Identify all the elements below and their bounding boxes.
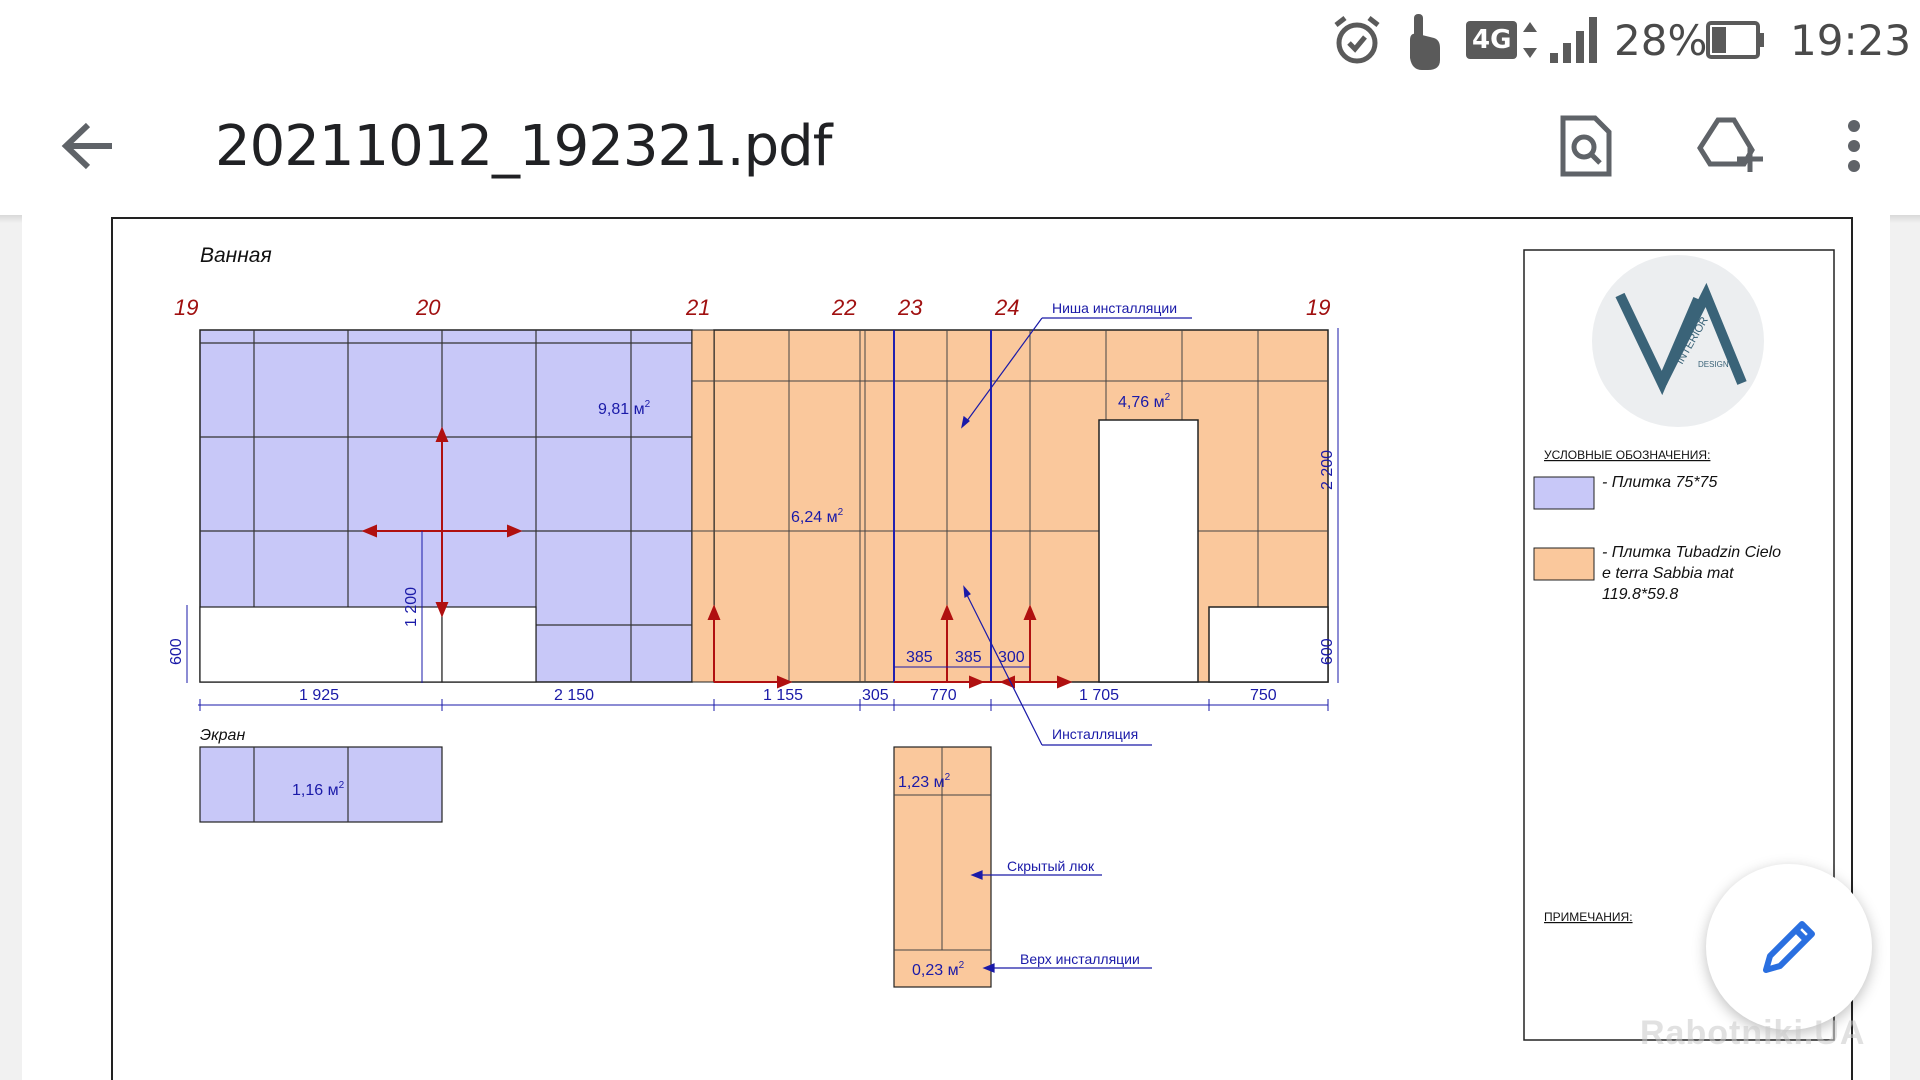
- axis-label: 24: [994, 295, 1019, 320]
- axis-label: 23: [897, 295, 923, 320]
- area-label-orange-main: 6,24 м2: [791, 507, 844, 526]
- alarm-icon: [1330, 10, 1384, 70]
- battery-icon: [1706, 10, 1766, 70]
- network-label: 4G: [1466, 21, 1518, 59]
- inner-dimension: 385: [955, 649, 982, 666]
- bottom-dimension: 1 705: [1079, 687, 1119, 704]
- bottom-dimension: 2 150: [554, 687, 594, 704]
- room-title: Ванная: [200, 244, 272, 267]
- pdf-viewer[interactable]: Ванная 19 20 21 22 23 24 19: [0, 215, 1920, 1080]
- orange-tile-strip: [691, 329, 715, 683]
- legend-swatch-orange: [1533, 547, 1595, 581]
- area-label-screen: 1,16 м2: [292, 780, 345, 799]
- cutout-door: [1098, 419, 1199, 683]
- bottom-dimension: 770: [930, 687, 957, 704]
- vertical-dimension-lines: [186, 328, 1339, 683]
- touch-icon: [1400, 10, 1444, 70]
- legend-item: e terra Sabbia mat: [1602, 565, 1734, 582]
- inner-dimension: 385: [906, 649, 933, 666]
- network-4g-icon: 4G: [1466, 10, 1539, 70]
- logo-mark: [1615, 282, 1747, 396]
- hatch-callout: [970, 870, 1152, 973]
- bottom-dimension: 305: [862, 687, 889, 704]
- installation-label: Инсталляция: [1052, 726, 1138, 742]
- signal-icon: [1548, 10, 1602, 70]
- edit-fab[interactable]: [1706, 864, 1872, 1030]
- bottom-dimension: 1 155: [763, 687, 803, 704]
- legend-item: 119.8*59.8: [1602, 586, 1678, 603]
- axis-label: 19: [174, 295, 198, 320]
- page-frame: [111, 217, 1853, 1080]
- pencil-icon: [1763, 921, 1815, 973]
- logo-text: DESIGN: [1698, 360, 1729, 369]
- screen-title: Экран: [200, 727, 245, 744]
- screen-tile-grid: [253, 747, 349, 822]
- status-bar: 4G 28% 19:23: [0, 0, 1920, 80]
- battery-percent: 28%: [1614, 15, 1708, 65]
- bottom-dimension-line: [198, 699, 1329, 711]
- more-vert-icon[interactable]: [1814, 106, 1894, 186]
- notes-title: ПРИМЕЧАНИЯ:: [1544, 910, 1633, 924]
- bottom-dimension: 750: [1250, 687, 1277, 704]
- hidden-hatch-label: Скрытый люк: [1007, 858, 1095, 874]
- axis-label: 19: [1306, 295, 1330, 320]
- screen-tile-area: [199, 746, 443, 823]
- app-bar: 20211012_192321.pdf: [0, 80, 1920, 215]
- search-document-icon[interactable]: [1546, 106, 1626, 186]
- legend-item: - Плитка 75*75: [1602, 474, 1717, 491]
- vertical-dimension: 600: [1319, 638, 1336, 665]
- back-arrow-icon[interactable]: [48, 106, 128, 186]
- cutout-bath: [199, 606, 443, 683]
- bathroom-tile-drawing: Ванная 19 20 21 22 23 24 19: [111, 217, 1853, 1080]
- installation-callout: [963, 585, 1152, 746]
- add-to-drive-icon[interactable]: [1690, 106, 1770, 186]
- hatch-tile-grid: [894, 747, 991, 951]
- cutout-bath-2: [441, 606, 537, 683]
- niche-label: Ниша инсталляции: [1052, 300, 1177, 316]
- area-label-blue-main: 9,81 м2: [598, 399, 651, 418]
- vertical-dimension: 2 200: [1319, 450, 1336, 490]
- inner-dimension: 300: [998, 649, 1025, 666]
- document-title: 20211012_192321.pdf: [215, 114, 832, 179]
- vertical-dimension: 600: [168, 638, 185, 665]
- install-top-label: Верх инсталляции: [1020, 951, 1140, 967]
- red-direction-arrows: [361, 426, 1073, 689]
- area-label-install-top: 0,23 м2: [912, 960, 965, 979]
- vertical-dimension: 1 200: [403, 587, 420, 627]
- bottom-dimension: 1 925: [299, 687, 339, 704]
- legend-swatch-blue: [1533, 476, 1595, 510]
- cutout-right: [1208, 606, 1329, 683]
- pdf-page: Ванная 19 20 21 22 23 24 19: [22, 215, 1890, 1080]
- area-label-orange-right: 4,76 м2: [1118, 392, 1171, 411]
- axis-label: 22: [831, 295, 856, 320]
- clock: 19:23: [1790, 15, 1912, 65]
- area-label-hatch: 1,23 м2: [898, 772, 951, 791]
- axis-label: 21: [685, 295, 710, 320]
- legend-title: УСЛОВНЫЕ ОБОЗНАЧЕНИЯ:: [1544, 448, 1710, 462]
- watermark: Rabotniki.UA: [1640, 1014, 1866, 1052]
- legend-item: - Плитка Tubadzin Cielo: [1602, 544, 1781, 561]
- axis-label: 20: [415, 295, 441, 320]
- niche-callout: [961, 317, 1192, 429]
